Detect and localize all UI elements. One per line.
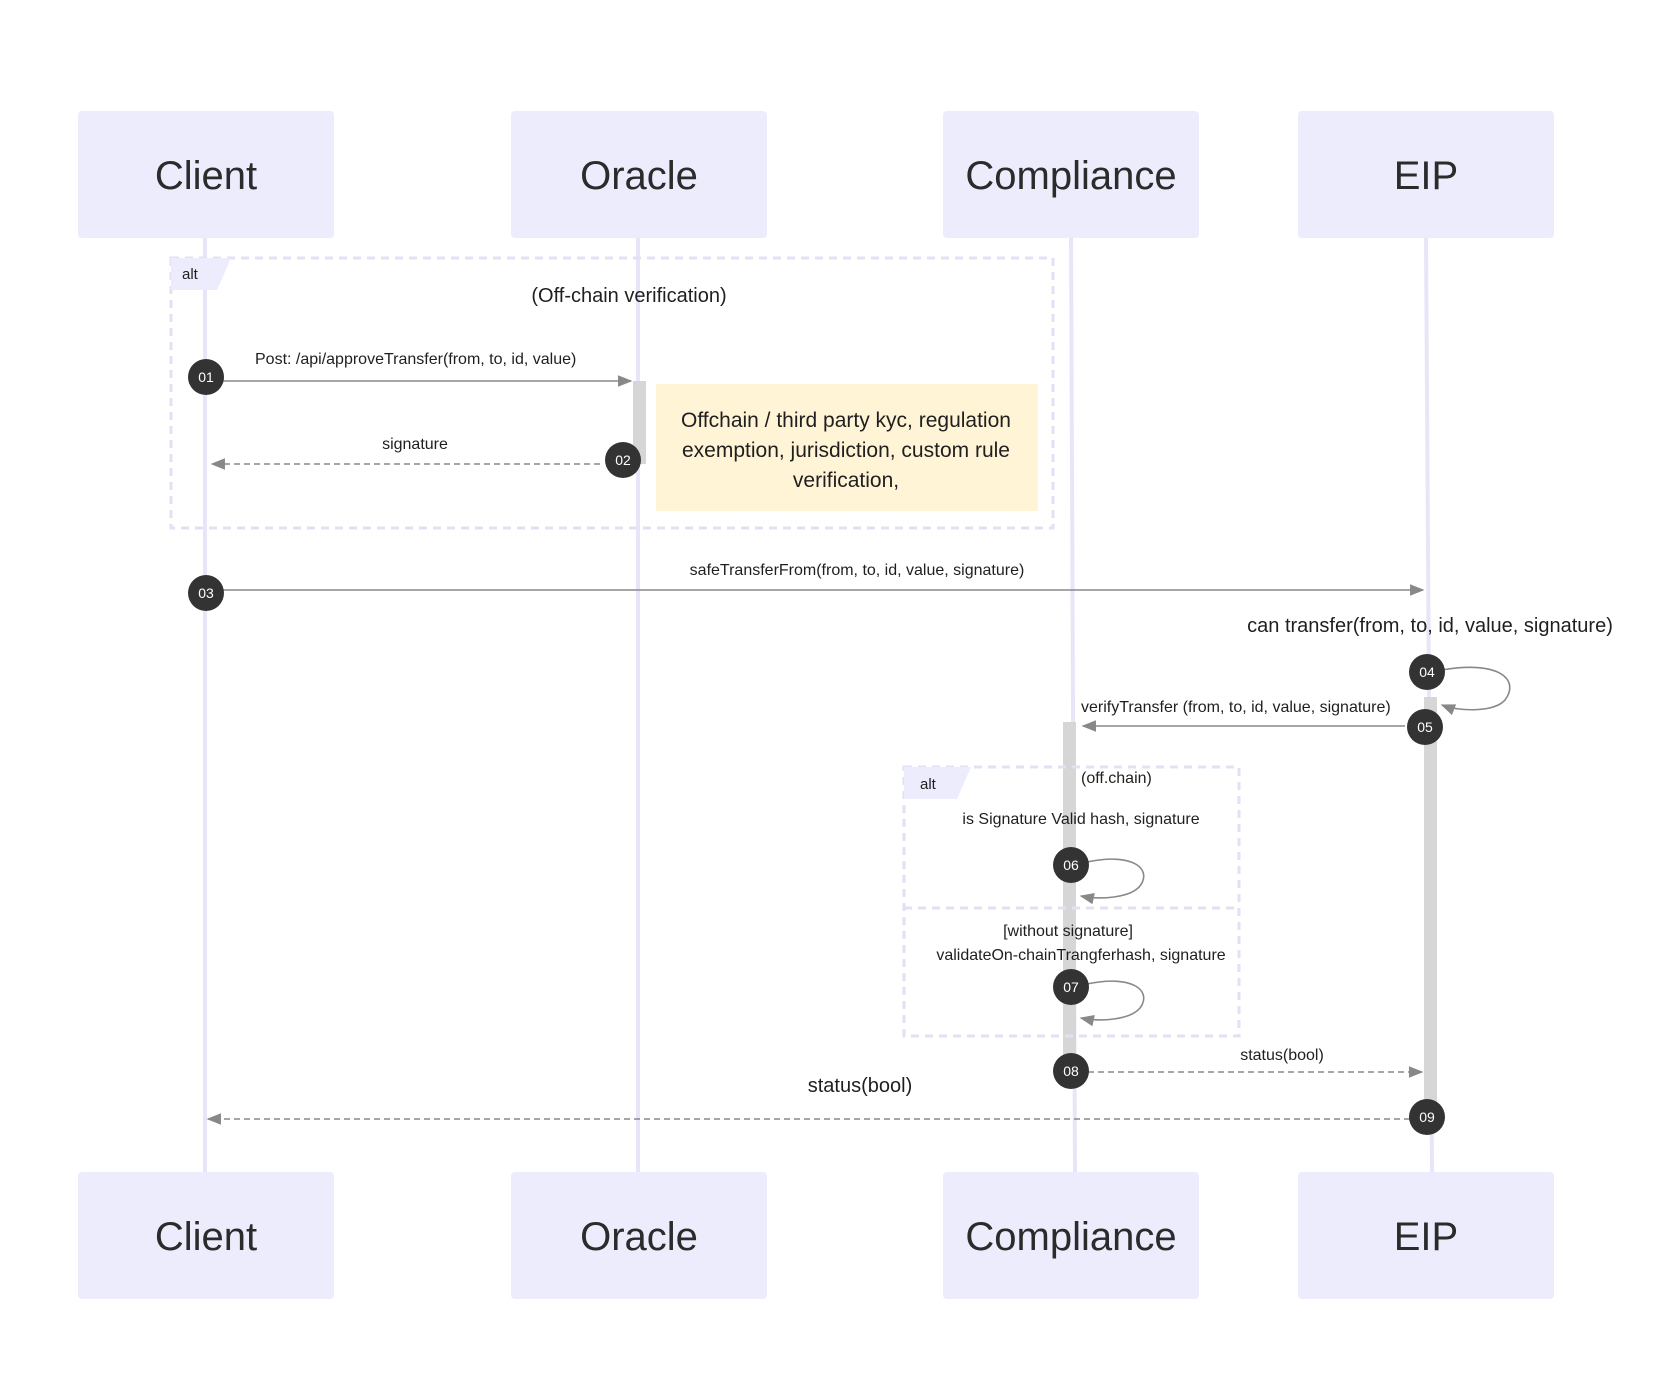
step-badge-05: 05 [1407, 709, 1443, 745]
actor-label: EIP [1394, 1215, 1458, 1259]
alt-tag: alt [920, 776, 937, 793]
step-badge-02: 02 [605, 442, 641, 478]
alt-tag: alt [182, 266, 199, 283]
alt-condition: (off.chain) [1081, 770, 1152, 787]
step-badge-01: 01 [188, 359, 224, 395]
actor-label: Compliance [965, 1215, 1176, 1259]
activation-oracle [633, 381, 646, 464]
actor-label: Client [155, 1215, 257, 1259]
actor-label: Client [155, 154, 257, 198]
svg-text:08: 08 [1063, 1063, 1079, 1079]
actor-compliance-top: Compliance [943, 111, 1199, 238]
step-badge-09: 09 [1409, 1099, 1445, 1135]
step-badge-04: 04 [1409, 654, 1445, 690]
step-badge-03: 03 [188, 575, 224, 611]
svg-text:04: 04 [1419, 664, 1435, 680]
svg-text:07: 07 [1063, 979, 1079, 995]
actor-client-bottom: Client [78, 1172, 334, 1299]
step-badge-07: 07 [1053, 969, 1089, 1005]
note-line-1: Offchain / third party kyc, regulation [681, 409, 1011, 432]
message-arrow-07 [1079, 980, 1145, 1027]
alt-else-condition: [without signature] [1003, 923, 1133, 940]
svg-text:02: 02 [615, 452, 631, 468]
message-label-03: safeTransferFrom(from, to, id, value, si… [690, 562, 1025, 579]
message-label-02: signature [382, 436, 448, 453]
step-badge-08: 08 [1053, 1053, 1089, 1089]
svg-text:03: 03 [198, 585, 214, 601]
actor-eip-top: EIP [1298, 111, 1554, 238]
message-label-06: is Signature Valid hash, signature [962, 811, 1199, 828]
actor-oracle-top: Oracle [511, 111, 767, 238]
message-arrow-06 [1079, 858, 1145, 905]
actor-label: Compliance [965, 154, 1176, 198]
message-label-07: validateOn-chainTrangferhash, signature [936, 947, 1225, 964]
actor-label: Oracle [580, 1215, 698, 1259]
note-line-3: verification, [793, 469, 899, 492]
alt-condition: (Off-chain verification) [531, 285, 726, 307]
actor-label: Oracle [580, 154, 698, 198]
alt-fragment-signature: alt (off.chain) [without signature] [902, 765, 1241, 1038]
message-label-09: status(bool) [808, 1075, 913, 1097]
message-label-08: status(bool) [1240, 1047, 1324, 1064]
message-arrow-04 [1440, 666, 1511, 716]
svg-text:01: 01 [198, 369, 214, 385]
actor-label: EIP [1394, 154, 1458, 198]
alt-fragment-offchain: alt (Off-chain verification) [169, 256, 1055, 530]
step-badge-06: 06 [1053, 847, 1089, 883]
actor-eip-bottom: EIP [1298, 1172, 1554, 1299]
message-label-01: Post: /api/approveTransfer(from, to, id,… [255, 351, 576, 368]
svg-text:05: 05 [1417, 719, 1433, 735]
message-label-05: verifyTransfer (from, to, id, value, sig… [1081, 699, 1391, 716]
actor-client-top: Client [78, 111, 334, 238]
note-offchain: Offchain / third party kyc, regulation e… [656, 384, 1038, 511]
actor-compliance-bottom: Compliance [943, 1172, 1199, 1299]
activation-compliance [1063, 722, 1076, 1065]
note-line-2: exemption, jurisdiction, custom rule [682, 439, 1010, 462]
svg-text:09: 09 [1419, 1109, 1435, 1125]
activation-eip [1424, 697, 1437, 1120]
actor-oracle-bottom: Oracle [511, 1172, 767, 1299]
svg-text:06: 06 [1063, 857, 1079, 873]
message-label-04: can transfer(from, to, id, value, signat… [1247, 615, 1613, 637]
